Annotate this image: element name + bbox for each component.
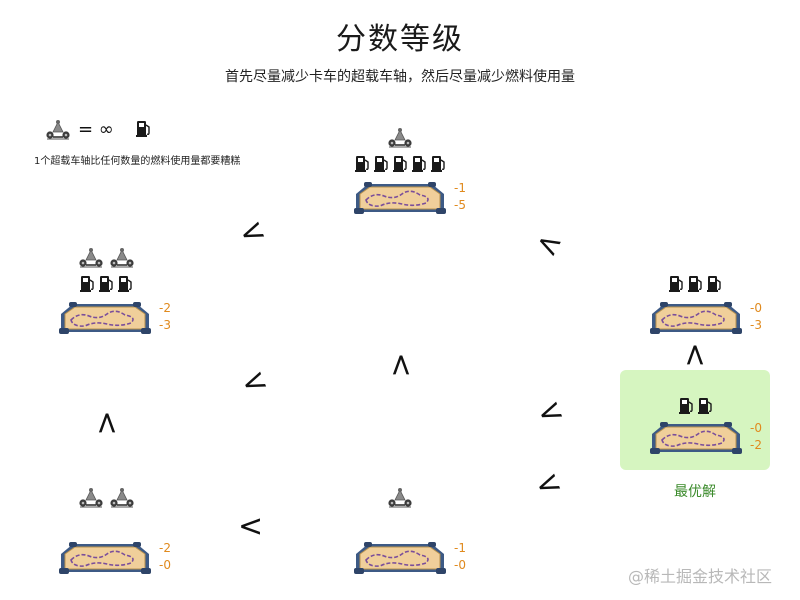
node-lower-left-score: -2 -0 [159,540,171,574]
hard-score: -0 [750,421,762,435]
best-solution-label: 最优解 [674,484,716,500]
node-right-platform [649,301,743,335]
node-lower-mid-score: -1 -0 [454,540,466,574]
page-subtitle: 首先尽量减少卡车的超载车轴，然后尽量减少燃料使用量 [225,69,575,85]
node-lower-mid-platform [353,541,447,575]
hard-score: -0 [750,301,762,315]
legend-equals: = ∞ [78,118,114,140]
hard-score: -2 [159,541,171,555]
node-top-fuel [350,154,450,174]
best-solution-highlight [620,370,770,470]
fuel-pump-icon [696,397,712,415]
comparison-arrow: < [383,352,419,378]
hard-score: -2 [159,301,171,315]
node-top-score: -1 -5 [454,180,466,214]
node-upper-left-fuel [75,274,137,294]
node-right-score: -0 -3 [750,300,762,334]
legend-caption: 1个超载车轴比任何数量的燃料使用量都要糟糕 [34,156,241,167]
hard-score: -1 [454,181,466,195]
fuel-pump-icon [98,275,113,293]
comparison-arrow: < [236,361,273,404]
fuel-pump-icon [392,155,407,173]
soft-score: -0 [159,558,171,572]
node-right-fuel [664,274,726,294]
overloaded-axle-icon [78,487,103,508]
comparison-arrow: < [530,463,567,506]
fuel-pump-icon [135,120,150,138]
node-lower-mid-axles [385,484,415,510]
overloaded-axle-icon [78,247,103,268]
fuel-pump-icon [706,275,721,293]
node-upper-left-score: -2 -3 [159,300,171,334]
node-best-platform [649,421,743,455]
soft-score: -3 [159,318,171,332]
hard-score: -1 [454,541,466,555]
comparison-arrow: < [89,410,125,436]
node-best-score: -0 -2 [750,420,762,454]
comparison-arrow: < [677,342,713,368]
comparison-arrow: < [238,509,264,544]
fuel-pump-icon [677,397,693,415]
soft-score: -5 [454,198,466,212]
node-lower-left-platform [58,541,152,575]
comparison-arrow: < [234,211,271,254]
overloaded-axle-icon [45,119,71,140]
comparison-arrow: < [529,223,569,266]
fuel-pump-icon [411,155,426,173]
node-lower-left-axles [75,484,137,510]
soft-score: -0 [454,558,466,572]
fuel-pump-icon [430,155,445,173]
soft-score: -3 [750,318,762,332]
fuel-pump-icon [79,275,94,293]
fuel-pump-icon [668,275,683,293]
node-upper-left-platform [58,301,152,335]
node-top-platform [353,181,447,215]
overloaded-axle-icon [387,127,413,148]
page-title: 分数等级 [336,22,464,57]
soft-score: -2 [750,438,762,452]
overloaded-axle-icon [387,487,413,508]
fuel-pump-icon [687,275,702,293]
fuel-pump-icon [354,155,369,173]
comparison-arrow: < [532,391,569,434]
fuel-pump-icon [373,155,388,173]
legend: = ∞ [44,116,152,142]
node-best-fuel [670,396,720,416]
overloaded-axle-icon [109,487,134,508]
node-top-axles [385,124,415,150]
node-upper-left-axles [75,244,137,270]
fuel-pump-icon [117,275,132,293]
overloaded-axle-icon [109,247,134,268]
watermark: @稀土掘金技术社区 [628,567,773,586]
